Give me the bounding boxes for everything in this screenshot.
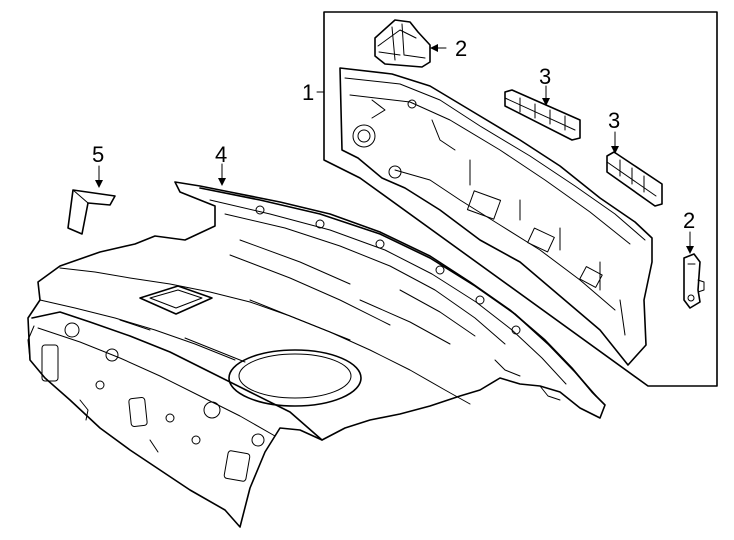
callout-4: 4 <box>215 142 227 167</box>
part-2-upper-bracket <box>374 19 431 68</box>
part-3-left-rail <box>504 89 581 141</box>
callout-3-left: 3 <box>539 64 551 89</box>
callout-2-top: 2 <box>455 36 467 61</box>
part-5-pad <box>67 189 116 235</box>
callout-5: 5 <box>92 142 104 167</box>
leaders <box>95 44 694 254</box>
callout-1: 1 <box>302 80 314 105</box>
arrow-5 <box>95 180 103 188</box>
arrow-3-left <box>542 98 550 106</box>
part-4-floor-pan <box>27 181 606 528</box>
part-1-rear-panel <box>339 67 653 366</box>
callout-2-right: 2 <box>683 208 695 233</box>
arrow-2-right <box>686 246 694 254</box>
part-2-side-bracket <box>683 253 705 309</box>
inset-frame <box>323 11 718 387</box>
arrow-2-top <box>430 44 438 52</box>
arrow-3-right <box>611 146 619 154</box>
arrow-4 <box>218 178 226 186</box>
part-3-right-rail <box>606 151 663 207</box>
callout-3-right: 3 <box>608 108 620 133</box>
